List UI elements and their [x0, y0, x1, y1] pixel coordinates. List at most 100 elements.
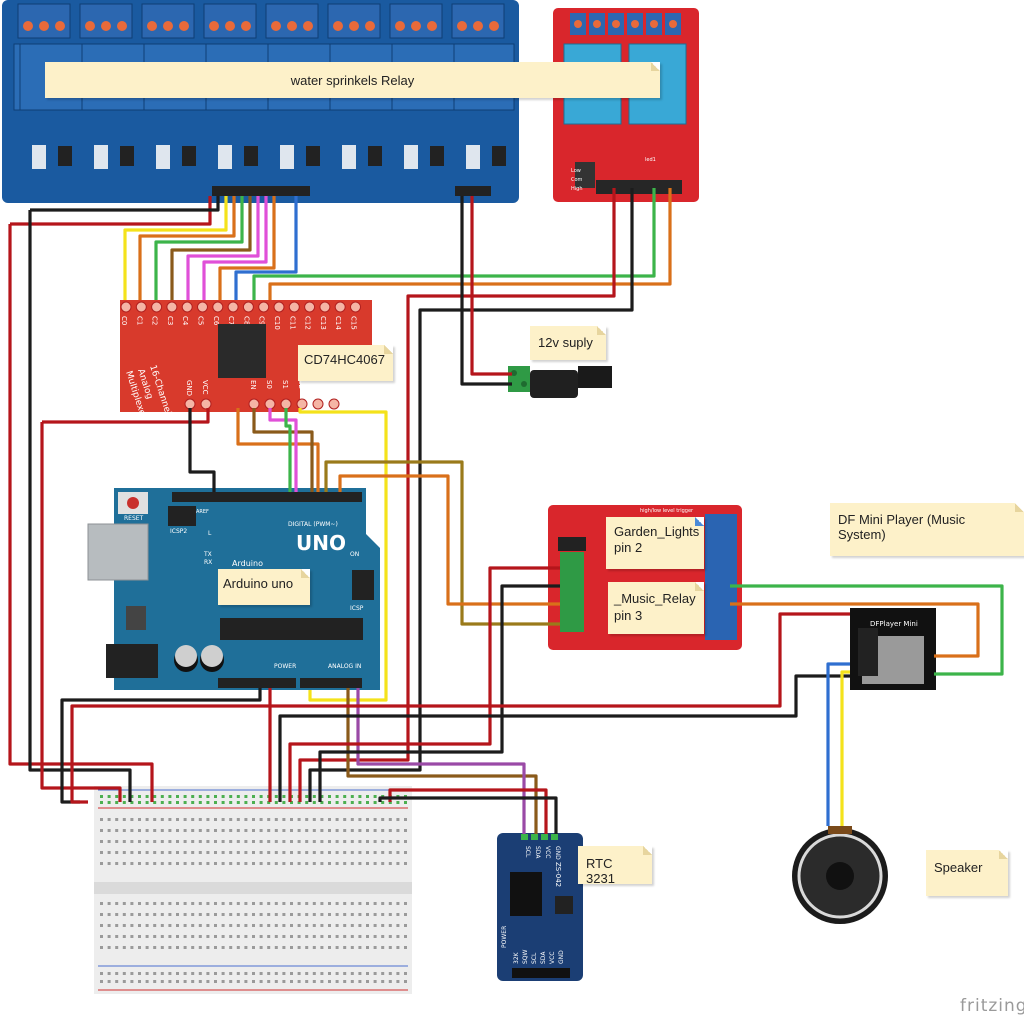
relay-jumper: [32, 145, 46, 169]
breadboard-hole: [312, 829, 316, 832]
breadboard-hole: [381, 902, 385, 905]
breadboard-hole: [297, 902, 301, 905]
breadboard-hole: [373, 935, 377, 938]
rx-label: RX: [204, 559, 212, 566]
note-supply-text: 12v suply: [538, 335, 593, 350]
rtc-pin-label: SQW: [522, 949, 529, 964]
breadboard-hole: [343, 795, 347, 798]
wire-s3: [284, 408, 292, 492]
wire-ch-orange-2: [218, 196, 276, 300]
breadboard-hole: [373, 851, 377, 854]
breadboard-hole: [252, 795, 255, 798]
breadboard-hole: [214, 851, 217, 854]
breadboard-hole: [138, 980, 141, 983]
breadboard-hole: [381, 851, 385, 854]
breadboard-hole: [107, 972, 111, 975]
breadboard-hole: [221, 935, 225, 938]
breadboard-hole: [396, 902, 400, 905]
mux-pin: [280, 398, 292, 410]
breadboard-hole: [183, 935, 187, 938]
breadboard-hole: [396, 862, 400, 865]
breadboard-hole: [168, 851, 172, 854]
breadboard-hole: [312, 795, 316, 798]
breadboard-hole: [115, 818, 119, 821]
breadboard-hole: [282, 935, 286, 938]
rtc-pin: [551, 834, 558, 840]
wire-gnd-to-breadboard: [28, 210, 132, 802]
mux-pin: [242, 301, 254, 313]
breadboard-hole: [312, 862, 316, 865]
breadboard-hole: [100, 795, 103, 798]
wire-relay-gnd: [30, 196, 220, 212]
rtc-pin-label: 32K: [513, 951, 520, 964]
relay-screw: [365, 21, 375, 31]
relay-terminal-block: [17, 3, 71, 39]
breadboard-hole: [396, 972, 400, 975]
breadboard-hole: [252, 851, 255, 854]
breadboard-hole: [115, 829, 119, 832]
breadboard-hole: [191, 795, 195, 798]
breadboard-hole: [335, 935, 339, 938]
breadboard-hole: [343, 902, 347, 905]
breadboard-hole: [305, 980, 309, 983]
breadboard-hole: [312, 840, 316, 843]
breadboard-hole: [290, 902, 293, 905]
breadboard-hole: [198, 818, 202, 821]
breadboard-hole: [183, 801, 187, 804]
breadboard-hole: [236, 980, 240, 983]
relay-screw: [117, 21, 127, 31]
breadboard-hole: [236, 801, 240, 804]
breadboard-hole: [153, 795, 157, 798]
breadboard-hole: [107, 980, 111, 983]
breadboard-hole: [373, 862, 377, 865]
breadboard-hole: [214, 935, 217, 938]
wire-relay2-black: [308, 188, 634, 802]
wire-small-relay-vcc: [288, 566, 560, 802]
breadboard-hole: [320, 972, 324, 975]
breadboard-hole: [404, 972, 407, 975]
breadboard-hole: [305, 946, 309, 949]
breadboard-hole: [259, 801, 263, 804]
rtc-pin: [541, 834, 548, 840]
breadboard-hole: [320, 902, 324, 905]
note-mux: CD74HC4067: [298, 345, 393, 381]
breadboard-hole: [252, 972, 255, 975]
breadboard-hole: [388, 851, 392, 854]
breadboard-hole: [160, 902, 164, 905]
mux-pin-label: C6: [212, 316, 220, 326]
relay2-low-label: Low: [571, 168, 581, 174]
breadboard-hole: [138, 913, 141, 916]
breadboard-hole: [122, 851, 126, 854]
breadboard-hole: [267, 902, 271, 905]
breadboard-hole: [328, 980, 331, 983]
mux-pin: [304, 301, 316, 313]
breadboard-hole: [244, 946, 248, 949]
breadboard-hole: [350, 972, 354, 975]
wires: [8, 188, 1004, 834]
breadboard-hole: [221, 840, 225, 843]
breadboard-hole: [229, 913, 233, 916]
breadboard-hole: [373, 902, 377, 905]
breadboard-hole: [198, 840, 202, 843]
breadboard-hole: [305, 801, 309, 804]
breadboard-hole: [320, 840, 324, 843]
breadboard-hole: [320, 829, 324, 832]
rtc-pin-label: VCC: [544, 846, 551, 858]
breadboard-hole: [183, 795, 187, 798]
breadboard-hole: [130, 902, 134, 905]
mux-pin: [197, 301, 208, 313]
breadboard-hole: [404, 946, 407, 949]
breadboard-hole: [244, 829, 248, 832]
relay-trigger-label: high/low level trigger: [640, 508, 694, 514]
breadboard-hole: [160, 829, 164, 832]
breadboard-hole: [107, 795, 111, 798]
breadboard-hole: [198, 902, 202, 905]
breadboard-hole: [274, 902, 278, 905]
breadboard-hole: [358, 935, 362, 938]
rtc-pin: [521, 834, 528, 840]
relay-jumper: [342, 145, 356, 169]
wire-mux-vcc: [42, 408, 210, 424]
breadboard-hole: [381, 829, 385, 832]
breadboard-hole: [191, 851, 195, 854]
